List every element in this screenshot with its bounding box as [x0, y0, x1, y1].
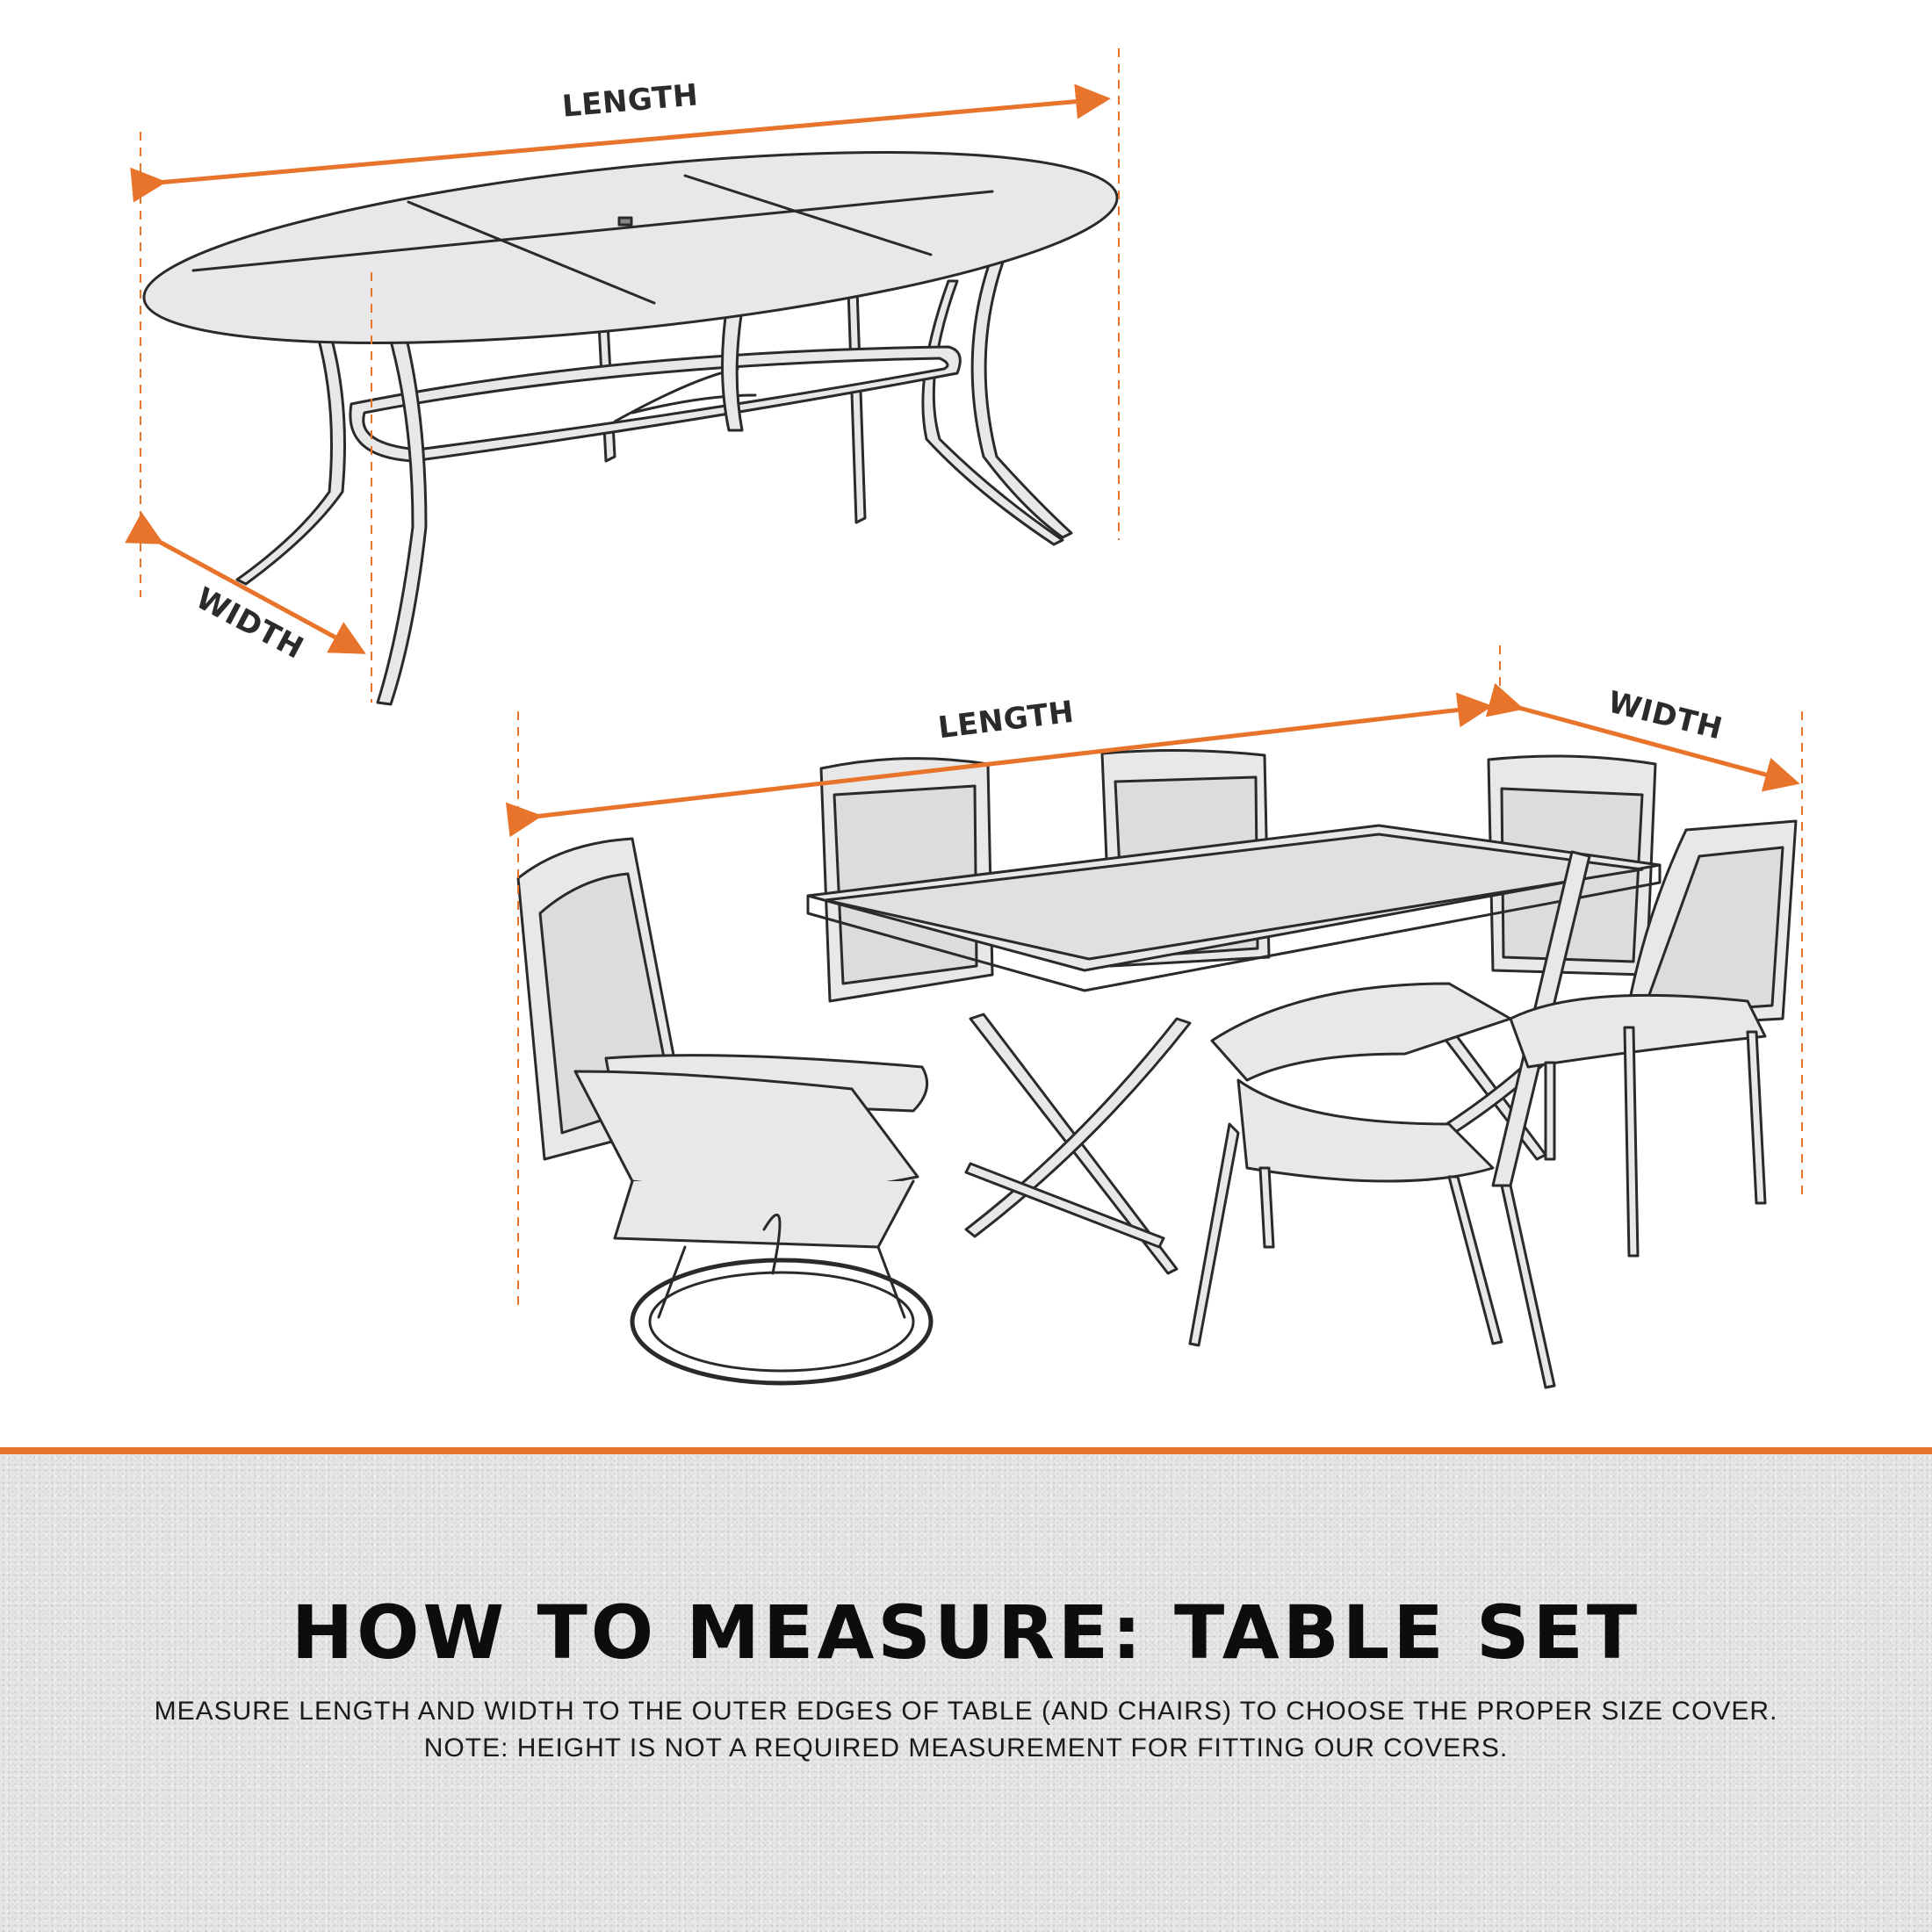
furniture-diagrams — [125, 48, 1803, 1389]
swivel-armchair — [516, 837, 934, 1386]
top-dimension-guides — [125, 48, 1120, 703]
instruction-text: MEASURE LENGTH AND WIDTH TO THE OUTER ED… — [154, 1697, 1778, 1726]
top-width-arrow — [125, 512, 366, 654]
note-text: NOTE: HEIGHT IS NOT A REQUIRED MEASUREME… — [423, 1734, 1509, 1763]
bottom-width-arrow — [1485, 682, 1800, 792]
page-title: HOW TO MEASURE: TABLE SET — [291, 1590, 1641, 1676]
footer-divider — [0, 1447, 1932, 1454]
bottom-length-arrow — [505, 692, 1493, 838]
bottom-dimension-guides — [505, 645, 1803, 1308]
oval-table-illustration — [142, 151, 1119, 706]
top-length-arrow — [130, 83, 1111, 203]
footer-panel — [0, 1449, 1932, 1932]
side-chair-right — [1509, 819, 1798, 1258]
dining-set-illustration — [516, 748, 1798, 1389]
